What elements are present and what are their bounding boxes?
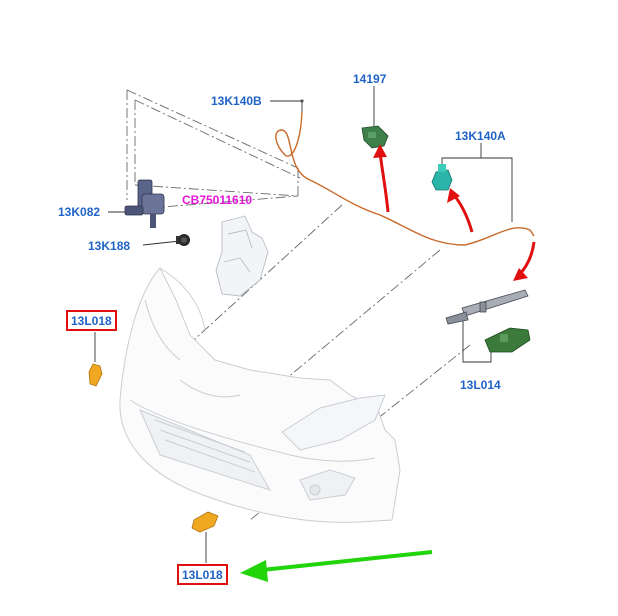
reservoir-icon (215, 215, 269, 297)
nozzle-14197-icon (361, 125, 389, 149)
washer-hose (275, 111, 535, 246)
bracket-icon (484, 327, 531, 353)
jet-bar-icon (445, 289, 529, 325)
label-13k082: 13K082 (58, 205, 101, 219)
cap-left-icon (88, 363, 103, 387)
label-13l018-bottom: 13L018 (177, 564, 228, 585)
label-13k140b: 13K140B (211, 94, 262, 108)
bumper-icon (119, 267, 401, 523)
red-arrowheads (373, 144, 528, 281)
red-arrows (378, 151, 536, 278)
green-arrow (240, 550, 433, 582)
cap-bottom-icon (191, 511, 219, 533)
label-cb75011610: CB75011610 (182, 193, 253, 207)
label-13l018-left: 13L018 (66, 310, 117, 331)
label-13k140a: 13K140A (455, 129, 506, 143)
grommet-icon (176, 234, 190, 246)
washer-pump-icon (124, 179, 165, 228)
label-13k188: 13K188 (88, 239, 131, 253)
label-13l014: 13L014 (460, 378, 501, 392)
nozzle-13k140a-icon (431, 164, 453, 191)
label-14197: 14197 (353, 72, 387, 86)
